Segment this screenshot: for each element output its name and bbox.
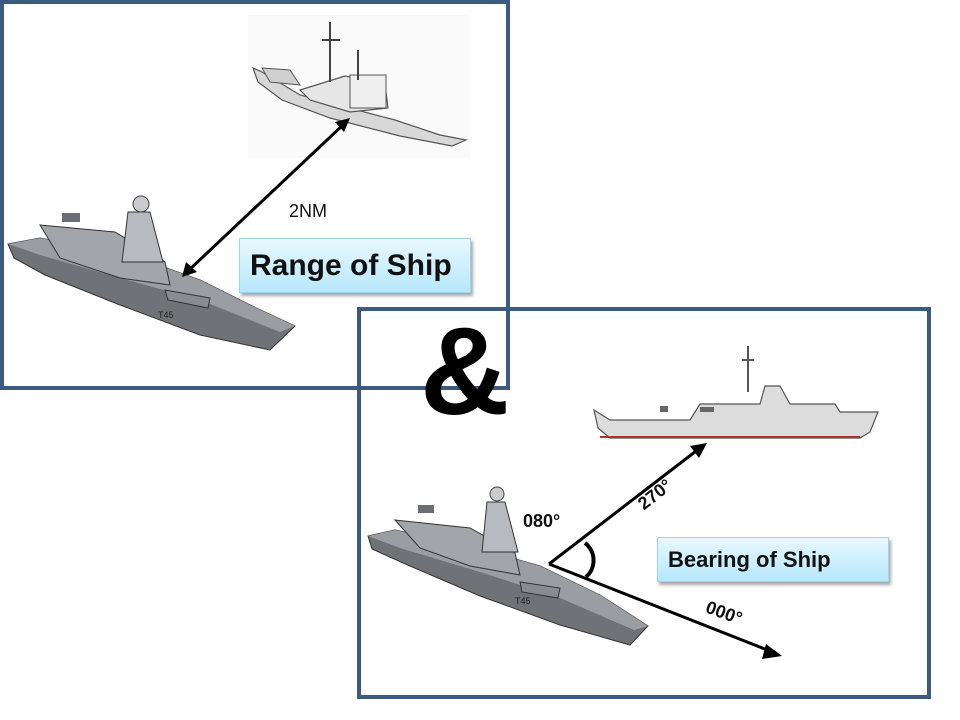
destroyer-ship-icon: T45 bbox=[7, 195, 296, 351]
double-arrow-icon bbox=[182, 118, 350, 277]
bearing-arrow-icon bbox=[548, 443, 782, 659]
bearing-panel bbox=[357, 307, 931, 699]
bearing-of-ship-label: Bearing of Ship bbox=[657, 537, 889, 582]
svg-text:T45: T45 bbox=[158, 310, 174, 320]
cruiser-ship-icon bbox=[248, 15, 470, 158]
bearing-angle-label: 080° bbox=[523, 511, 561, 531]
range-of-ship-label: Range of Ship bbox=[239, 238, 471, 293]
destroyer-ship-icon: T45 bbox=[367, 486, 649, 646]
ampersand-separator: & bbox=[420, 303, 510, 441]
range-distance-label: 2NM bbox=[289, 201, 328, 221]
range-panel bbox=[0, 0, 510, 390]
svg-text:T45: T45 bbox=[515, 596, 531, 606]
frigate-ship-icon bbox=[593, 346, 879, 439]
angle-arc-icon bbox=[583, 541, 596, 579]
